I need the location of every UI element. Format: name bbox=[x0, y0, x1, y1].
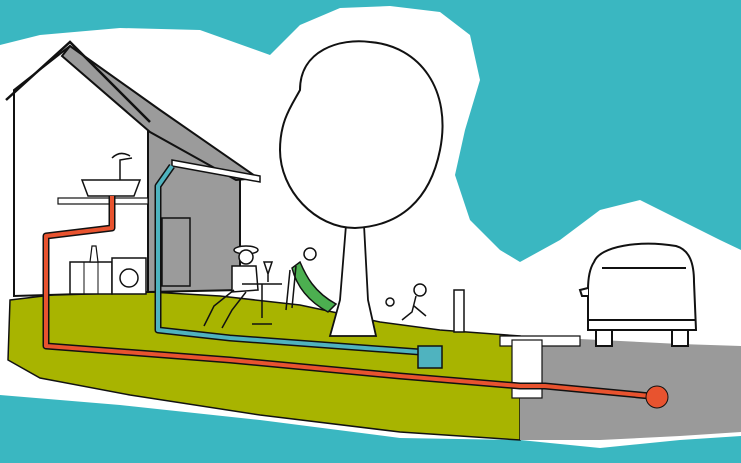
post-icon bbox=[454, 290, 464, 332]
car-body bbox=[588, 244, 696, 330]
bottle-icon bbox=[90, 246, 98, 262]
door bbox=[162, 218, 190, 286]
tree-crown bbox=[280, 41, 443, 228]
sink-icon bbox=[82, 180, 140, 196]
washing-machine-door bbox=[120, 269, 138, 287]
slide-kid-head bbox=[304, 248, 316, 260]
cabinet-icon bbox=[70, 262, 112, 294]
child-head bbox=[414, 284, 426, 296]
counter-shelf bbox=[58, 198, 148, 204]
body bbox=[232, 266, 258, 292]
sewer-main-icon bbox=[646, 386, 668, 408]
car-mirror bbox=[580, 288, 588, 296]
car-wheel bbox=[596, 330, 612, 346]
car-icon bbox=[580, 244, 696, 346]
head bbox=[239, 250, 253, 264]
soakaway-icon bbox=[418, 346, 442, 368]
car-wheel bbox=[672, 330, 688, 346]
ball-icon bbox=[386, 298, 394, 306]
